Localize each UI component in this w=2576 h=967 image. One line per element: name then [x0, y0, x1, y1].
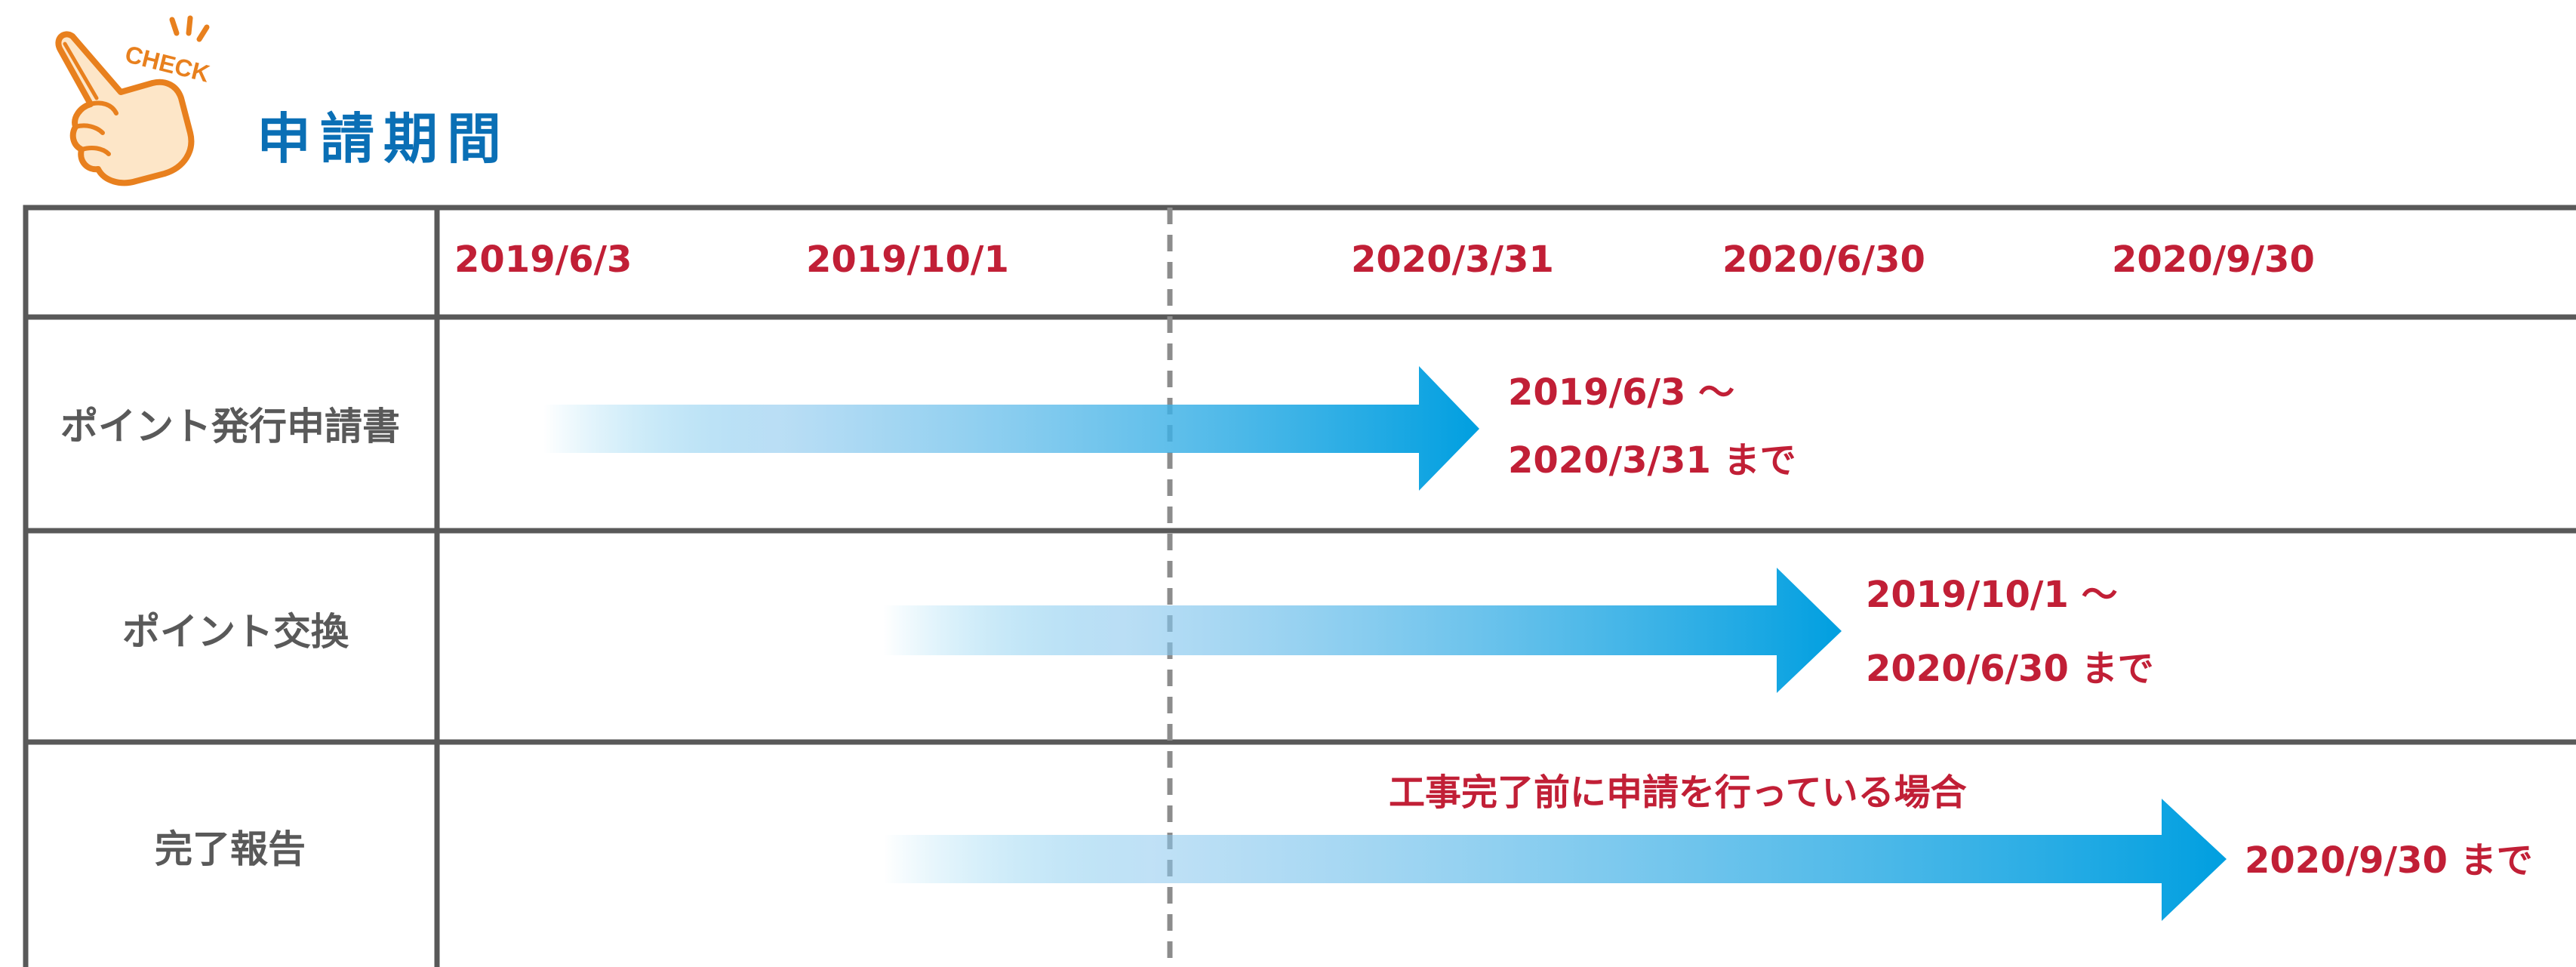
row-label: ポイント交換: [122, 610, 349, 654]
date-label: 2020/6/30: [1722, 239, 1925, 281]
date-label: 2019/6/3: [454, 239, 632, 281]
row-label: 完了報告: [155, 827, 306, 871]
period-start: 2019/10/1 〜: [1866, 574, 2118, 616]
date-label: 2020/3/31: [1351, 239, 1554, 281]
period-start: 2019/6/3 〜: [1508, 371, 1735, 414]
pointing-hand-icon: CHECK: [55, 15, 212, 186]
period-end: 2020/3/31 まで: [1508, 439, 1796, 482]
period-end: 2020/6/30 まで: [1866, 648, 2154, 690]
date-label: 2019/10/1: [806, 239, 1009, 281]
arrow-point-exchange: [883, 568, 1842, 693]
table-border: [23, 205, 2576, 967]
date-label: 2020/9/30: [2112, 239, 2315, 281]
row-label: ポイント発行申請書: [60, 405, 400, 448]
page-title: 申請期間: [257, 107, 511, 171]
condition-note: 工事完了前に申請を行っている場合: [1389, 771, 1967, 814]
arrow-completion-report: [883, 799, 2227, 921]
arrow-point-issue: [543, 366, 1479, 491]
period-end: 2020/9/30 まで: [2245, 839, 2533, 882]
